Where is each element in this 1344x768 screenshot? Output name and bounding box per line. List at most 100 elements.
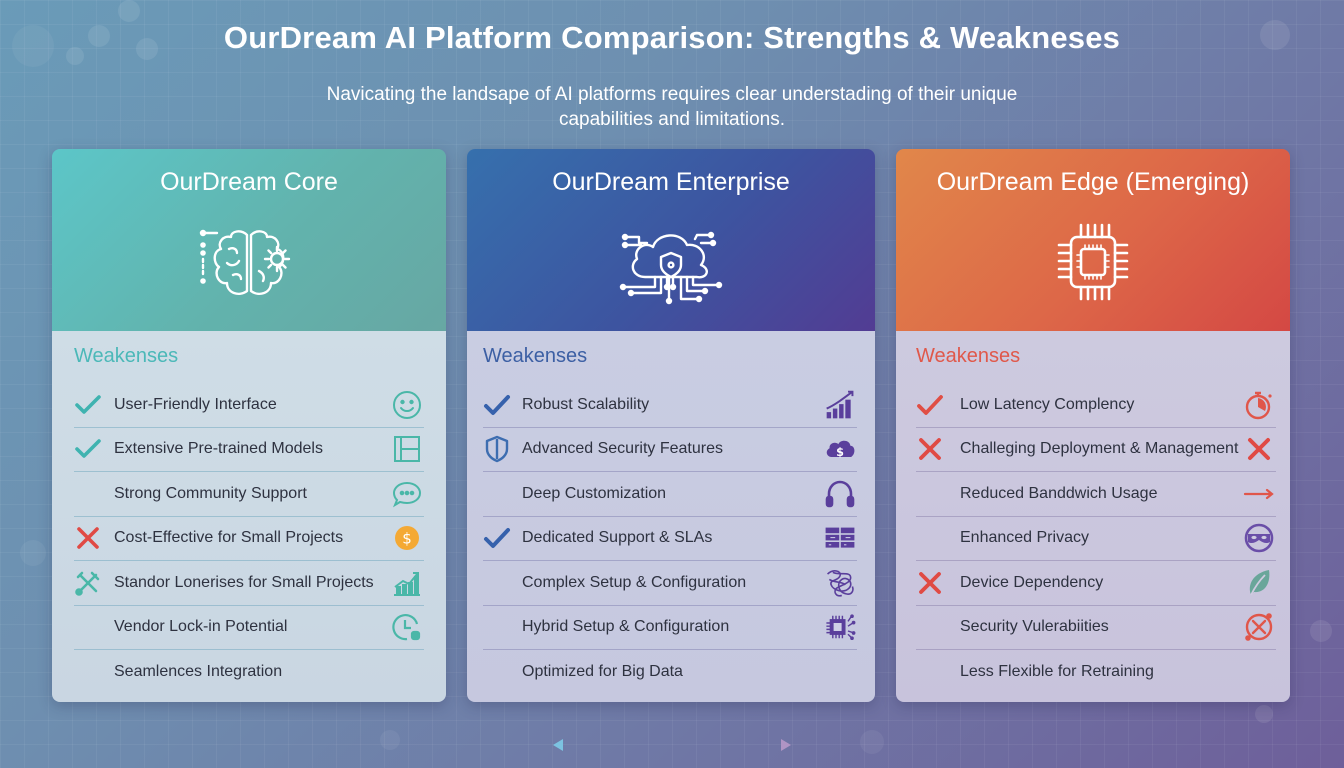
circle-x-icon	[1242, 610, 1276, 644]
server-rack-icon	[823, 521, 857, 555]
dollar-coin-icon: $	[390, 521, 424, 555]
bokeh-dot	[20, 540, 46, 566]
item-label: Hybrid Setup & Configuration	[522, 618, 730, 636]
headphones-icon	[823, 477, 857, 511]
check-icon	[483, 524, 522, 552]
list-item: Optimized for Big Data	[483, 650, 857, 695]
empty-mark	[74, 658, 114, 686]
cross-icon	[916, 569, 960, 597]
empty-mark	[483, 613, 522, 641]
item-label: User-Friendly Interface	[114, 395, 277, 413]
section-label: Weakenses	[916, 345, 1021, 367]
subtitle-line-1: Navicating the landsape of AI platforms …	[326, 84, 1018, 105]
list-item: Standor Lonerises for Small Projects	[74, 561, 424, 606]
panel-layout-icon	[390, 432, 424, 466]
masked-face-icon	[1242, 521, 1276, 555]
item-label: Standor Lonerises for Small Projects	[114, 573, 374, 591]
bokeh-dot	[1310, 620, 1332, 642]
tools-icon	[74, 569, 114, 597]
brain-gear-icon	[199, 229, 291, 295]
platform-card-edge: OurDream Edge (Emerging) Weakenses Low L…	[896, 149, 1290, 702]
list-item: Complex Setup & Configuration	[483, 561, 857, 606]
bokeh-dot	[1255, 705, 1273, 723]
check-icon	[483, 391, 522, 419]
page-subtitle: Navicating the landsape of AI platforms …	[0, 82, 1344, 132]
empty-mark	[483, 480, 522, 508]
list-item: Deep Customization	[483, 472, 857, 517]
list-item: Device Dependency	[916, 561, 1276, 606]
item-label: Optimized for Big Data	[522, 663, 683, 681]
item-label: Dedicated Support & SLAs	[522, 529, 713, 547]
list-item: Strong Community Support	[74, 472, 424, 517]
list-item: Reduced Banddwich Usage	[916, 472, 1276, 517]
empty-icon	[1242, 655, 1276, 689]
item-label: Security Vulerabiities	[960, 618, 1109, 636]
item-label: Reduced Banddwich Usage	[960, 484, 1158, 502]
item-label: Challeging Deployment & Management	[960, 440, 1239, 458]
check-icon	[74, 391, 114, 419]
empty-mark	[916, 658, 960, 686]
card-title: OurDream Enterprise	[552, 168, 790, 196]
list-item: Robust Scalability	[483, 383, 857, 428]
chat-bubble-icon	[390, 477, 424, 511]
empty-mark	[916, 480, 960, 508]
list-item: Less Flexible for Retraining	[916, 650, 1276, 695]
list-item: Seamlences Integration	[74, 650, 424, 695]
bokeh-dot	[380, 730, 400, 750]
list-item: Dedicated Support & SLAs	[483, 517, 857, 561]
item-label: Seamlences Integration	[114, 663, 283, 681]
list-item: Advanced Security Features $	[483, 428, 857, 472]
empty-mark	[916, 613, 960, 641]
card-body: Weakenses Robust Scalability Advanced Se…	[467, 331, 875, 702]
card-title: OurDream Core	[160, 168, 338, 196]
item-label: Cost-Effective for Small Projects	[114, 529, 344, 547]
leaf-icon	[1242, 566, 1276, 600]
item-label: Deep Customization	[522, 484, 667, 502]
microchip-icon	[1057, 223, 1129, 301]
section-label: Weakenses	[483, 345, 588, 367]
chip-circuit-icon	[823, 610, 857, 644]
double-arrow-icon	[553, 739, 791, 751]
list-item: Hybrid Setup & Configuration	[483, 606, 857, 650]
bokeh-dot	[118, 0, 140, 22]
list-item: Vendor Lock-in Potential	[74, 606, 424, 650]
empty-icon	[390, 655, 424, 689]
item-label: Vendor Lock-in Potential	[114, 618, 288, 636]
empty-mark	[74, 480, 114, 508]
stopwatch-icon	[1242, 388, 1276, 422]
card-header: OurDream Edge (Emerging)	[896, 149, 1290, 331]
page-title: OurDream AI Platform Comparison: Strengt…	[223, 20, 1121, 55]
cloud-dollar-icon: $	[823, 432, 857, 466]
list-item: Low Latency Complency	[916, 383, 1276, 428]
arrow-right-icon	[1242, 477, 1276, 511]
check-icon	[74, 435, 114, 463]
growth-chart-icon	[390, 566, 424, 600]
item-label: Advanced Security Features	[522, 440, 723, 458]
item-label: Extensive Pre-trained Models	[114, 440, 323, 458]
card-body: Weakenses Low Latency Complency Challegi…	[896, 331, 1290, 702]
item-label: Enhanced Privacy	[960, 529, 1089, 547]
card-body: Weakenses User-Friendly Interface Extens…	[52, 331, 446, 702]
shield-icon	[483, 435, 522, 463]
clock-icon	[390, 610, 424, 644]
platform-card-enterprise: OurDream Enterprise Weakenses Robust Sca…	[467, 149, 875, 702]
smiley-icon	[390, 388, 424, 422]
list-item: Challeging Deployment & Management	[916, 428, 1276, 472]
card-title: OurDream Edge (Emerging)	[936, 168, 1250, 196]
bar-chart-up-icon	[823, 388, 857, 422]
card-header: OurDream Core	[52, 149, 446, 331]
item-label: Robust Scalability	[522, 395, 650, 413]
item-label: Less Flexible for Retraining	[960, 663, 1154, 681]
subtitle-line-2: capabilities and limitations.	[558, 109, 785, 130]
svg-text:$: $	[402, 530, 412, 548]
list-item: User-Friendly Interface	[74, 383, 424, 428]
item-label: Complex Setup & Configuration	[522, 573, 747, 591]
cross-icon	[74, 524, 114, 552]
list-item: Cost-Effective for Small Projects $	[74, 517, 424, 561]
cross-icon	[1242, 432, 1276, 466]
empty-mark	[483, 569, 522, 597]
empty-icon	[823, 655, 857, 689]
cloud-shield-circuit-icon	[619, 231, 723, 305]
empty-mark	[74, 613, 114, 641]
empty-mark	[916, 524, 960, 552]
